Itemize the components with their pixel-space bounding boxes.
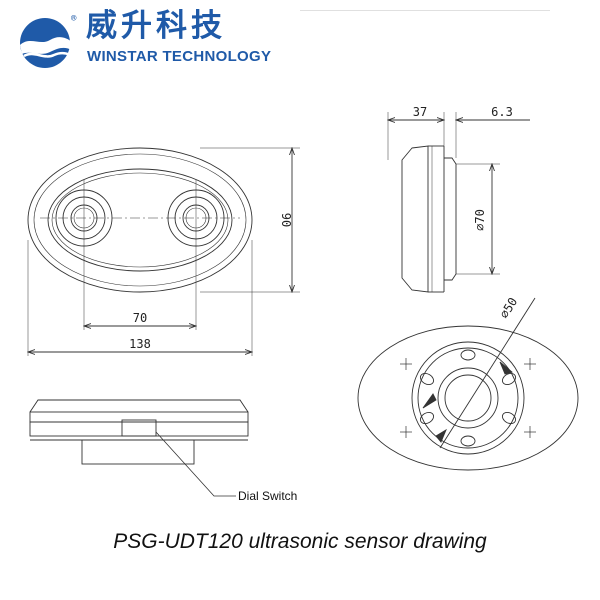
dim-side-diameter: ⌀70	[473, 209, 487, 231]
dim-hole-spacing: 70	[133, 311, 147, 325]
header-divider	[300, 10, 550, 11]
dim-depth: 37	[413, 105, 427, 119]
dim-flange: 6.3	[491, 105, 513, 119]
dim-rear-diameter: ⌀50	[497, 295, 520, 321]
dial-switch	[121, 419, 157, 437]
side-view	[388, 112, 530, 293]
figure-caption: PSG-UDT120 ultrasonic sensor drawing	[113, 530, 487, 553]
registered-mark: ®	[71, 14, 77, 24]
brand-name-english: WINSTAR TECHNOLOGY	[87, 48, 272, 65]
header: ® 威升科技 WINSTAR TECHNOLOGY	[0, 0, 600, 75]
dial-switch-label: Dial Switch	[238, 489, 297, 503]
technical-drawing: 70 138 90 37 6.3 ⌀70	[0, 105, 579, 503]
brand-name-chinese: 威升科技	[86, 8, 226, 44]
top-view	[28, 148, 300, 356]
winstar-logo-icon: ®	[20, 14, 77, 68]
dim-height: 90	[279, 213, 293, 227]
dim-width: 138	[129, 337, 151, 351]
rear-view	[357, 297, 579, 471]
front-view	[29, 399, 249, 497]
